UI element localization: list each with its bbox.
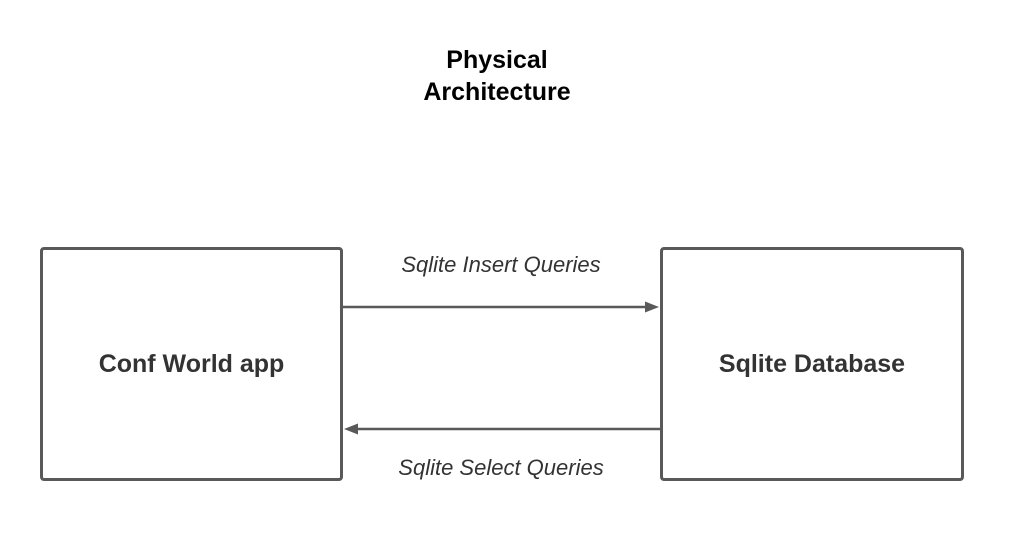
select-queries-arrow [344, 423, 660, 435]
arrowhead-left-icon [344, 423, 358, 435]
sqlite-database-label: Sqlite Database [718, 349, 906, 378]
title-line-1: Physical [446, 46, 548, 74]
title-line-2: Architecture [423, 78, 571, 106]
arrowhead-right-icon [645, 301, 659, 313]
insert-queries-arrow [343, 301, 659, 313]
sqlite-database-node: Sqlite Database [660, 247, 964, 481]
insert-queries-label: Sqlite Insert Queries [401, 252, 601, 277]
diagram-title: Physical Architecture [347, 44, 647, 108]
conf-world-app-node: Conf World app [40, 247, 343, 481]
conf-world-app-label: Conf World app [98, 349, 285, 378]
select-queries-label: Sqlite Select Queries [398, 455, 604, 480]
